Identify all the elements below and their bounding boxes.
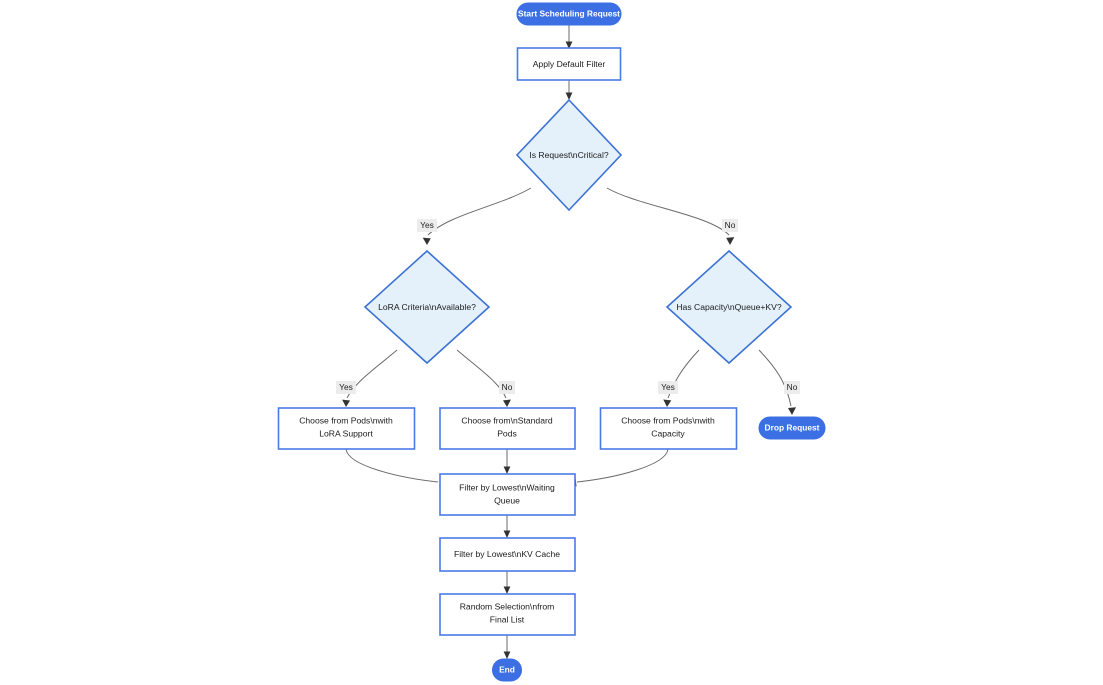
edge-label-critical-no: No (722, 219, 738, 232)
edge-label-critical-no-bg (722, 219, 738, 232)
drop-request-label: Drop Request (765, 423, 820, 433)
edge-label-capacity-no-bg (784, 381, 800, 394)
edge-start-to-apply-default-filter (565, 25, 573, 49)
edge-label-critical-no-text: No (725, 220, 736, 230)
node-start[interactable]: Start Scheduling Request (516, 2, 622, 26)
edge-lora-criteria-to-choose-lora-pods (342, 349, 398, 407)
edge-choose-lora-pods-to-filter-waiting-queue (345, 448, 447, 487)
edge-label-lora-yes-text: Yes (339, 382, 353, 392)
edge-apply-default-filter-to-is-request-critical (565, 80, 573, 100)
choose-standard-pods-label-line2: Pods (497, 428, 517, 438)
filter-waiting-queue-label-line1: Filter by Lowest\nWaiting (459, 482, 555, 492)
filter-waiting-queue-label-line2: Queue (494, 495, 520, 505)
choose-lora-pods-shape[interactable] (277, 407, 416, 450)
choose-standard-pods-shape[interactable] (439, 407, 576, 450)
filter-kv-cache-shape[interactable] (439, 537, 576, 572)
choose-standard-pods-label-line1: Choose from\nStandard (461, 415, 552, 425)
apply-default-filter-label: Apply Default Filter (533, 59, 606, 69)
lora-criteria-available-shape[interactable] (363, 249, 491, 365)
edge-filter-waiting-queue-to-filter-kv-cache (503, 515, 511, 538)
drop-request-shape[interactable] (758, 416, 826, 440)
node-drop-request[interactable]: Drop Request (758, 416, 826, 440)
choose-capacity-pods-shape[interactable] (599, 407, 738, 450)
random-selection-label-line2: Final List (490, 614, 525, 624)
edge-is-request-critical-to-lora-criteria (422, 187, 532, 245)
edge-choose-standard-pods-to-filter-waiting-queue (503, 449, 511, 474)
filter-kv-cache-label: Filter by Lowest\nKV Cache (454, 549, 560, 559)
edge-layer (342, 25, 796, 659)
node-choose-standard-pods[interactable]: Choose from\nStandard Pods (439, 407, 576, 450)
is-request-critical-label: Is Request\nCritical? (529, 150, 609, 160)
choose-lora-pods-label-line1: Choose from Pods\nwith (299, 415, 393, 425)
node-choose-capacity-pods[interactable]: Choose from Pods\nwith Capacity (599, 407, 738, 450)
edge-label-critical-yes-text: Yes (420, 220, 434, 230)
edge-has-capacity-to-choose-capacity-pods (663, 349, 700, 407)
edge-is-request-critical-to-has-capacity (606, 187, 735, 245)
edge-label-lora-no-bg (499, 381, 515, 394)
edge-label-lora-yes-bg (336, 381, 356, 394)
apply-default-filter-shape[interactable] (516, 47, 622, 81)
edge-label-capacity-no: No (784, 381, 800, 394)
lora-criteria-available-label: LoRA Criteria\nAvailable? (378, 302, 476, 312)
end-label: End (499, 665, 515, 675)
node-choose-lora-pods[interactable]: Choose from Pods\nwith LoRA Support (277, 407, 416, 450)
edge-filter-kv-cache-to-random-selection (503, 571, 511, 594)
node-layer: Start Scheduling Request Apply Default F… (277, 2, 826, 682)
node-random-selection[interactable]: Random Selection\nfrom Final List (439, 593, 576, 636)
is-request-critical-shape[interactable] (515, 98, 623, 212)
random-selection-label-line1: Random Selection\nfrom (460, 601, 555, 611)
choose-lora-pods-label-line2: LoRA Support (319, 428, 373, 438)
edge-label-lora-no-text: No (502, 382, 513, 392)
edge-lora-criteria-to-choose-standard-pods (456, 349, 511, 407)
node-apply-default-filter[interactable]: Apply Default Filter (516, 47, 622, 81)
end-shape[interactable] (492, 658, 522, 682)
edge-label-lora-yes: Yes (336, 381, 356, 394)
node-has-capacity[interactable]: Has Capacity\nQueue+KV? (665, 249, 793, 365)
edge-choose-capacity-pods-to-filter-waiting-queue (568, 448, 669, 487)
node-is-request-critical[interactable]: Is Request\nCritical? (515, 98, 623, 212)
start-shape[interactable] (516, 2, 622, 26)
edge-label-layer: Yes No Yes No Yes No (336, 219, 800, 394)
edge-label-capacity-yes-text: Yes (661, 382, 675, 392)
random-selection-shape[interactable] (439, 593, 576, 636)
edge-label-capacity-yes: Yes (658, 381, 678, 394)
node-lora-criteria-available[interactable]: LoRA Criteria\nAvailable? (363, 249, 491, 365)
choose-capacity-pods-label-line2: Capacity (651, 428, 685, 438)
edge-label-critical-yes-bg (417, 219, 437, 232)
edge-label-lora-no: No (499, 381, 515, 394)
has-capacity-shape[interactable] (665, 249, 793, 365)
edge-has-capacity-to-drop-request (758, 349, 796, 415)
node-filter-waiting-queue[interactable]: Filter by Lowest\nWaiting Queue (439, 473, 576, 516)
has-capacity-label: Has Capacity\nQueue+KV? (676, 302, 782, 312)
node-end[interactable]: End (492, 658, 522, 682)
edge-random-selection-to-end (503, 635, 511, 659)
edge-label-capacity-yes-bg (658, 381, 678, 394)
start-label: Start Scheduling Request (518, 9, 620, 19)
choose-capacity-pods-label-line1: Choose from Pods\nwith (621, 415, 715, 425)
node-filter-kv-cache[interactable]: Filter by Lowest\nKV Cache (439, 537, 576, 572)
edge-label-capacity-no-text: No (787, 382, 798, 392)
filter-waiting-queue-shape[interactable] (439, 473, 576, 516)
edge-label-critical-yes: Yes (417, 219, 437, 232)
